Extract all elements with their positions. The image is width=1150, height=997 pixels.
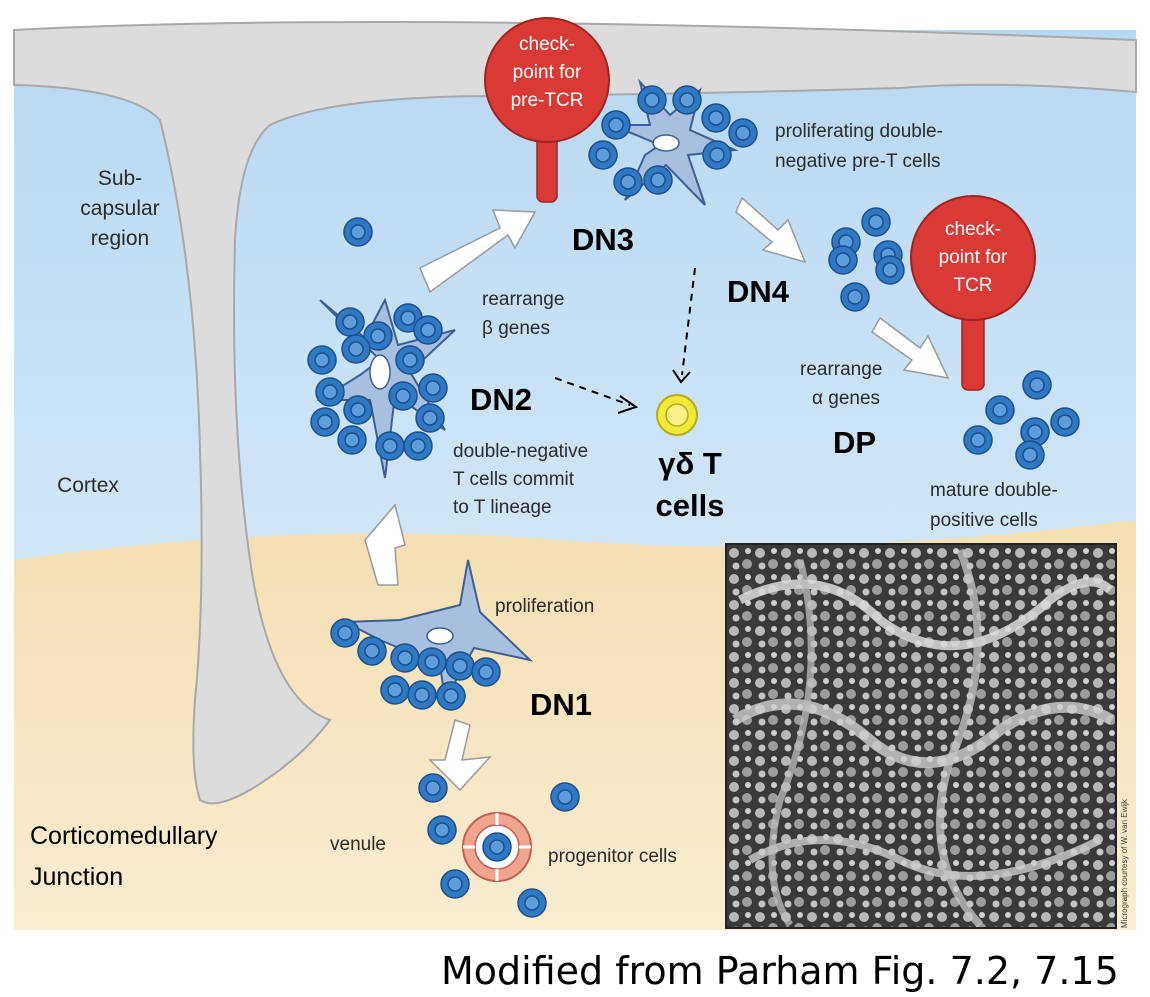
checkpoint-tcr-1: check- [945, 219, 1001, 240]
region-label-subcapsular-1: Sub- [98, 167, 142, 190]
gd-label-2: cells [656, 488, 725, 523]
arrow-dn2-to-dn3 [419, 209, 537, 294]
figure-caption: Modified from Parham Fig. 7.2, 7.15 [441, 949, 1119, 992]
dp-desc-2: positive cells [930, 510, 1038, 531]
dn3-desc-2: negative pre-T cells [775, 151, 940, 172]
region-label-junction-1: Corticomedullary [30, 822, 218, 850]
dp-label: DP [833, 425, 876, 460]
gd-label-1: γδ T [658, 446, 722, 481]
region-label-cortex: Cortex [57, 474, 119, 497]
rearrange-alpha-1: rearrange [800, 359, 882, 380]
checkpoint-pre-tcr-1: check- [519, 34, 575, 55]
rearrange-beta-1: rearrange [482, 289, 564, 310]
dn3-label: DN3 [572, 222, 634, 257]
electron-micrograph [725, 543, 1117, 929]
region-label-subcapsular-2: capsular [80, 197, 159, 220]
dn4-label: DN4 [727, 274, 790, 309]
arrow-progenitor-to-dn1 [428, 719, 492, 792]
rearrange-alpha-2: α genes [812, 388, 880, 409]
venule [462, 812, 532, 882]
arrowhead-dn3-gd [672, 369, 691, 384]
checkpoint-pre-tcr-2: point for [513, 62, 582, 83]
lone-cell [343, 217, 373, 247]
dn2-desc-1: double-negative [453, 441, 588, 462]
checkpoint-tcr-2: point for [939, 247, 1008, 268]
arrowhead-dn2-gd [617, 395, 639, 414]
region-label-junction-2: Junction [30, 863, 123, 891]
dashed-arrow-dn2-to-gd [554, 377, 631, 406]
venule-label: venule [330, 834, 386, 855]
region-label-subcapsular-3: region [91, 227, 149, 250]
gd-t-cell [656, 394, 698, 436]
proliferation-label: proliferation [495, 596, 594, 617]
dn3-desc-1: proliferating double- [775, 121, 943, 142]
checkpoint-pre-tcr-3: pre-TCR [511, 90, 584, 111]
dn2-desc-3: to T lineage [453, 497, 552, 518]
dn2-label: DN2 [470, 382, 532, 417]
dn1-label: DN1 [530, 687, 592, 722]
checkpoint-tcr-3: TCR [953, 275, 992, 296]
checkpoint-tcr [910, 195, 1036, 391]
dn2-desc-2: T cells commit [453, 469, 575, 490]
arrow-dn3-to-dn4 [735, 196, 807, 264]
arrow-dn1-to-dn2 [364, 503, 406, 586]
dp-desc-1: mature double- [930, 480, 1058, 501]
dashed-arrow-dn3-to-gd [681, 267, 696, 376]
capsule-trabecula [13, 21, 1137, 805]
rearrange-beta-2: β genes [482, 318, 550, 339]
micrograph-credit: Micrograph courtesy of W. van Ewijk [1120, 798, 1129, 928]
arrow-dn4-to-dp [871, 316, 950, 379]
checkpoint-pre-tcr [484, 17, 610, 203]
progenitor-label: progenitor cells [548, 846, 677, 867]
